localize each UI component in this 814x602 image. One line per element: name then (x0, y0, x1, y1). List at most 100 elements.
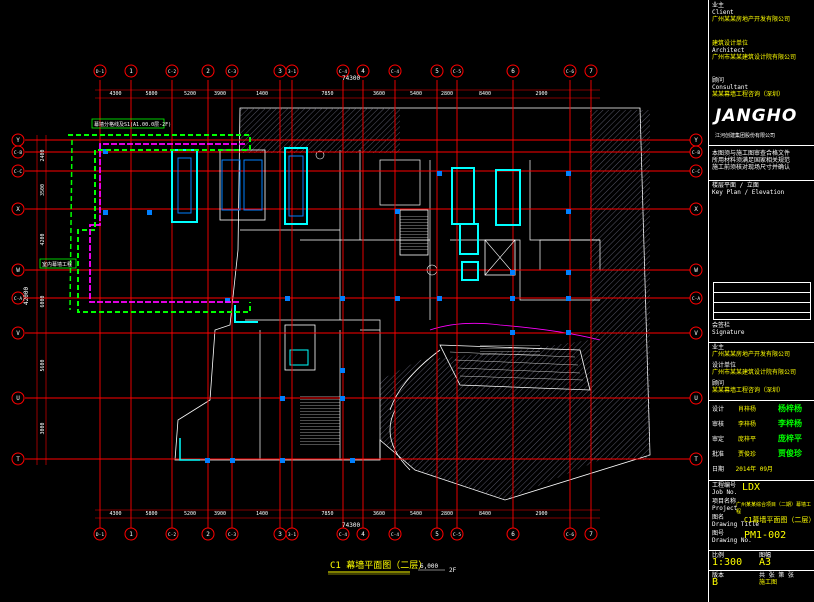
building-outline (174, 107, 651, 501)
grid-bubble-bottom-5: 3 (273, 527, 287, 541)
svg-text:C-2: C-2 (168, 532, 176, 538)
left-dim-4: 5600 (40, 359, 46, 371)
svg-text:C-5: C-5 (453, 532, 461, 538)
scale-section: 比例 1:300 (712, 552, 743, 568)
svg-text:C-4: C-4 (339, 69, 347, 75)
svg-text:6: 6 (511, 531, 515, 538)
grid-bubble-bottom-11: C-5 (450, 527, 464, 541)
company-logo: JANGHO (715, 106, 798, 126)
grid-bubble-bottom-6: 3-1 (285, 527, 299, 541)
svg-text:3: 3 (278, 68, 282, 75)
title-block: 业主 Client 广州某某房地产开发有限公司 建筑设计单位 Architect… (708, 0, 814, 602)
svg-text:T: T (16, 456, 20, 463)
grid-bubble-right-3: X (689, 202, 703, 216)
job-section: 工程编号 Job No. LDX (712, 482, 761, 496)
svg-text:C-B: C-B (14, 150, 22, 156)
grid-bubble-left-8: T (11, 452, 25, 466)
grid-bubble-bottom-1: 1 (124, 527, 138, 541)
top-dim-2: 5200 (184, 91, 196, 97)
grid-bubble-right-8: T (689, 452, 703, 466)
top-dim-5: 7850 (321, 91, 333, 97)
grid-bubble-top-4: C-3 (225, 64, 239, 78)
bottom-dim-2: 5200 (184, 511, 196, 517)
grid-bubble-right-2: C-C (689, 164, 703, 178)
company-logo-subtitle: 江河创建集团股份有限公司 (715, 133, 776, 139)
grid-bubble-bottom-3: 2 (201, 527, 215, 541)
total-dim-top: 74300 (342, 75, 360, 82)
bottom-dim-4: 1400 (256, 511, 268, 517)
svg-text:X: X (694, 206, 698, 213)
grid-bubble-right-5: C-A (689, 291, 703, 305)
svg-text:3-1: 3-1 (288, 69, 296, 75)
left-dim-3: 6000 (40, 295, 46, 307)
left-dim-0: 2400 (40, 149, 46, 161)
grid-bubble-left-0: Y (11, 133, 25, 147)
svg-text:C-3: C-3 (228, 532, 236, 538)
bottom-grid-bubbles: D-1 1 C-2 2 C-3 3 3-1 C-4 4 C-4 5 C-5 6 C-6 7 (93, 527, 598, 541)
left-dim-2: 4200 (40, 233, 46, 245)
svg-text:1: 1 (129, 68, 133, 75)
svg-text:Y: Y (16, 137, 20, 144)
designer-section: 设计单位 广州市某某建筑设计院有限公司 (712, 362, 797, 376)
svg-text:3: 3 (278, 531, 282, 538)
svg-text:C-A: C-A (14, 296, 22, 302)
grid-bubble-top-13: C-6 (563, 64, 577, 78)
grid-bubble-top-14: 7 (584, 64, 598, 78)
svg-text:W: W (694, 267, 698, 274)
stair-core-mid (284, 324, 316, 371)
bottom-dim-10: 2900 (535, 511, 547, 517)
svg-text:C-5: C-5 (453, 69, 461, 75)
svg-text:D-1: D-1 (96, 532, 104, 538)
keyplan-section: 楼层平面 / 立面 Key Plan / Elevation (712, 182, 785, 196)
grid-bubble-left-4: W (11, 263, 25, 277)
grid-bubble-left-7: U (11, 391, 25, 405)
grid-bubble-top-12: 6 (506, 64, 520, 78)
consultant-section: 顾问 Consultant 某某幕墙工程咨询（深圳） (712, 77, 785, 98)
svg-text:C-4: C-4 (339, 532, 347, 538)
sheet-section: 共 张 第 张 施工图 (759, 572, 794, 586)
grid-bubble-top-2: C-2 (165, 64, 179, 78)
signature-row-review: 审定 庞梓平 庞梓平 (712, 434, 802, 444)
signature-row-design: 设计 肖梓杨 杨梓杨 (712, 404, 802, 414)
svg-text:C-6: C-6 (566, 532, 574, 538)
grid-bubble-top-10: 5 (430, 64, 444, 78)
revision-table (713, 282, 811, 320)
left-dim-5: 3000 (40, 422, 46, 434)
magenta-curve (429, 322, 601, 341)
rev-section: 版本 B (712, 572, 725, 588)
size-section: 图幅 A3 (759, 552, 772, 568)
svg-text:C-4: C-4 (391, 69, 399, 75)
svg-text:3-1: 3-1 (288, 532, 296, 538)
hatched-zone-north (240, 108, 400, 153)
architect-section: 建筑设计单位 Architect 广州市某某建筑设计院有限公司 (712, 40, 797, 61)
grid-bubble-bottom-14: 7 (584, 527, 598, 541)
bottom-dim-6: 3600 (373, 511, 385, 517)
svg-text:C-A: C-A (692, 296, 700, 302)
drawing-no-section: 图号 Drawing No. PM1-002 (712, 530, 787, 544)
client2-section: 业主 广州某某房地产开发有限公司 (712, 344, 791, 358)
grid-bubble-top-11: C-5 (450, 64, 464, 78)
top-dim-0: 4300 (109, 91, 121, 97)
consult2-section: 顾问 某某幕墙工程咨询（深圳） (712, 380, 785, 394)
top-dim-9: 8400 (479, 91, 491, 97)
grid-bubble-top-3: 2 (201, 64, 215, 78)
svg-text:C-C: C-C (692, 169, 700, 175)
svg-text:6: 6 (511, 68, 515, 75)
svg-text:5: 5 (435, 68, 439, 75)
svg-text:4: 4 (361, 531, 365, 538)
svg-text:C-6: C-6 (566, 69, 574, 75)
top-dim-3: 3900 (214, 91, 226, 97)
svg-text:4: 4 (361, 68, 365, 75)
floor-note: 2F (449, 567, 457, 574)
grid-bubble-top-7: C-4 (336, 64, 350, 78)
grid-bubble-bottom-9: C-4 (388, 527, 402, 541)
stair-hatch (480, 345, 540, 357)
svg-text:5: 5 (435, 531, 439, 538)
grid-bubble-bottom-0: D-1 (93, 527, 107, 541)
svg-text:2: 2 (206, 68, 210, 75)
